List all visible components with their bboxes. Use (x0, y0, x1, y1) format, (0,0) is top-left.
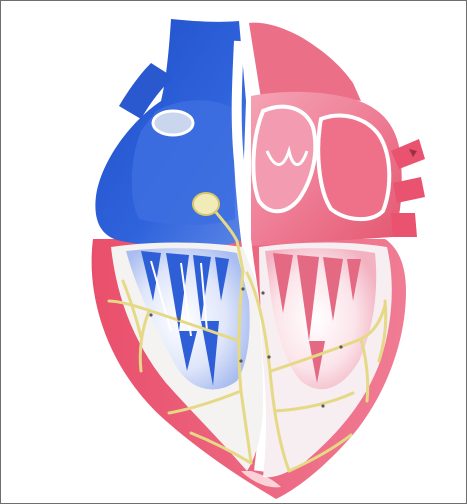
coronary-sinus-opening (153, 111, 193, 135)
pulmonary-veins (391, 139, 425, 237)
av-node (193, 193, 219, 215)
